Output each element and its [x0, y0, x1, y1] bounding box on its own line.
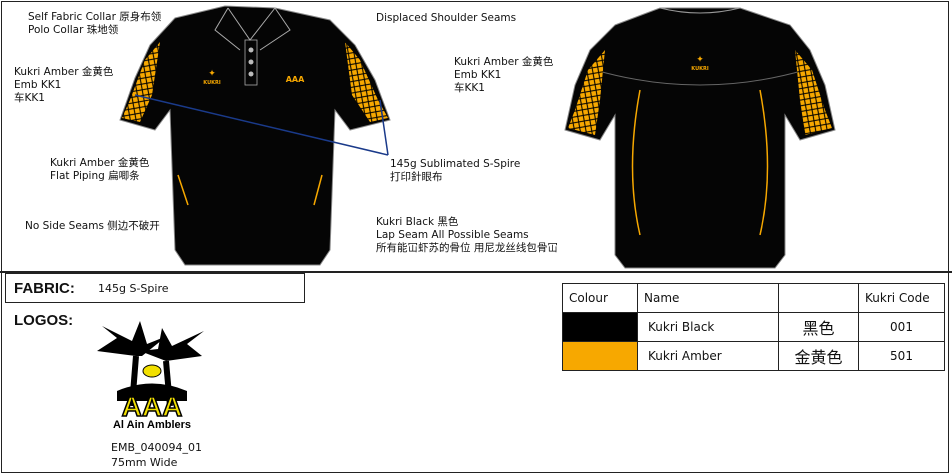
colour-name: Kukri Amber — [637, 341, 779, 371]
table-row: Kukri Black 黑色 001 — [562, 312, 945, 342]
colour-code: 501 — [858, 341, 945, 371]
front-brand-logo: KUKRI — [203, 80, 221, 86]
colour-name: Kukri Black — [637, 312, 779, 342]
svg-text:✦: ✦ — [696, 55, 704, 65]
section-divider — [0, 271, 952, 273]
table-row: Kukri Amber 金黄色 501 — [562, 341, 945, 371]
note-shoulder: Displaced Shoulder Seams — [376, 12, 517, 24]
front-shirt: KUKRI ✦ AAA — [119, 5, 391, 266]
header-chinese — [778, 283, 859, 313]
back-brand-logo: KUKRI — [691, 66, 709, 72]
header-code: Kukri Code — [858, 283, 945, 313]
garment-illustrations: KUKRI ✦ AAA ✦ KUKRI — [119, 5, 836, 269]
svg-text:✦: ✦ — [208, 69, 216, 79]
colour-table: Colour Name Kukri Code Kukri Black 黑色 00… — [562, 283, 945, 371]
club-logo-text: Al Ain Amblers — [113, 419, 191, 431]
note-side-seams: No Side Seams 侧边不破开 — [25, 220, 160, 232]
fabric-value: 145g S-Spire — [98, 282, 169, 295]
logo-size: 75mm Wide — [111, 456, 178, 469]
swatch-black — [562, 312, 638, 342]
svg-text:AAA: AAA — [122, 391, 183, 422]
logo-code: EMB_040094_01 — [111, 441, 202, 454]
colour-code: 001 — [858, 312, 945, 342]
fabric-label: FABRIC: — [14, 280, 75, 297]
swatch-amber — [562, 341, 638, 371]
colour-name-cn: 黑色 — [778, 312, 859, 342]
logos-label: LOGOS: — [14, 312, 74, 329]
club-logo: AAA Al Ain Amblers — [97, 321, 204, 431]
header-colour: Colour — [562, 283, 638, 313]
back-shirt: ✦ KUKRI — [564, 7, 836, 269]
colour-name-cn: 金黄色 — [778, 341, 859, 371]
header-name: Name — [637, 283, 779, 313]
table-header-row: Colour Name Kukri Code — [562, 283, 945, 313]
leader-lines — [134, 94, 389, 156]
svg-text:AAA: AAA — [286, 75, 305, 84]
fabric-box: FABRIC: 145g S-Spire — [5, 273, 305, 303]
